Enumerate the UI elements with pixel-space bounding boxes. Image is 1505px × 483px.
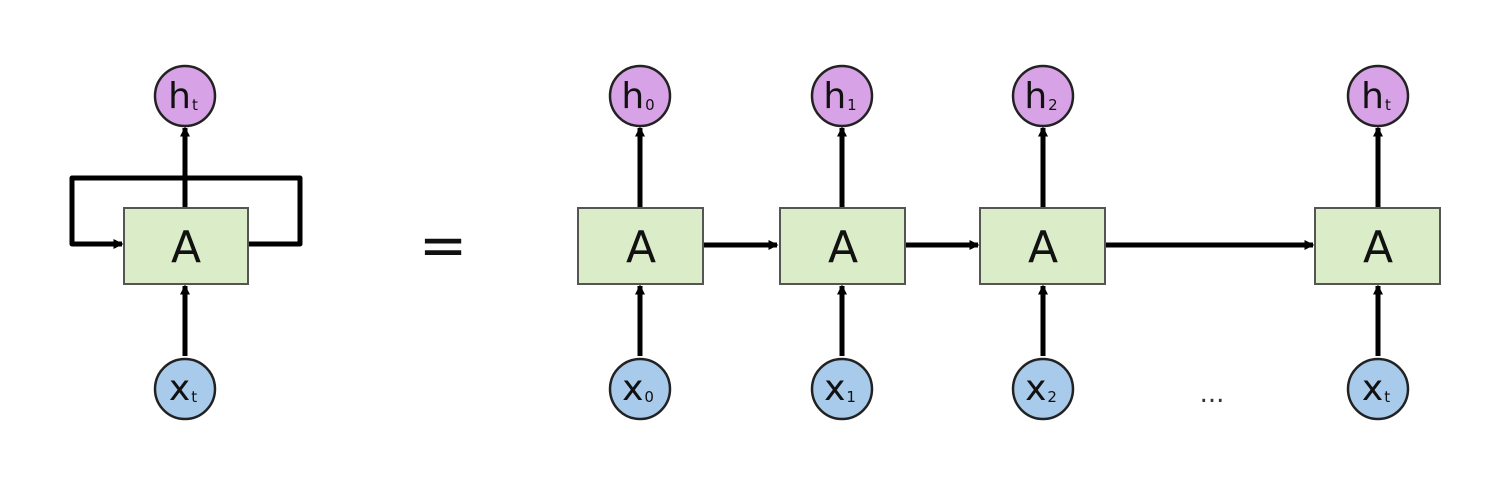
rolled-cell-a (123, 207, 249, 285)
rolled-input-sub: t (191, 388, 197, 406)
rolled-output-label: ht (168, 76, 198, 117)
step-1-output-label: h1 (823, 76, 856, 117)
rolled-cell-label: A (171, 222, 201, 273)
step-1-cell-a (779, 207, 906, 285)
step-0-output-node (608, 64, 672, 128)
step-t-cell-label: A (1363, 222, 1393, 273)
step-0-input-sub: 0 (644, 388, 654, 406)
step-1-input-base: x (824, 368, 845, 409)
step-2-output-label: h2 (1024, 76, 1057, 117)
unrolled-step-0: A h0 x0 (577, 64, 704, 421)
step-t-cell-a (1314, 207, 1441, 285)
step-1-input-sub: 1 (846, 388, 856, 406)
equals-sign: = (419, 211, 468, 279)
step-2-input-label: x2 (1025, 368, 1057, 409)
step-t-output-sub: t (1385, 96, 1391, 114)
step-1-cell-label: A (828, 222, 858, 273)
step-t-input-base: x (1362, 368, 1383, 409)
step-t-input-node (1346, 357, 1410, 421)
step-0-input-base: x (622, 368, 643, 409)
step-t-output-base: h (1361, 76, 1384, 117)
step-2-output-node (1011, 64, 1075, 128)
step-1-input-node (810, 357, 874, 421)
rolled-output-base: h (168, 76, 191, 117)
step-2-cell-a (979, 207, 1106, 285)
step-1-output-node (810, 64, 874, 128)
ellipsis: ... (1200, 379, 1225, 409)
unrolled-step-t: A ht xt (1314, 64, 1441, 421)
step-2-input-base: x (1025, 368, 1046, 409)
rolled-rnn: A ht xt (69, 64, 303, 421)
step-2-cell-label: A (1028, 222, 1058, 273)
step-t-input-label: xt (1362, 368, 1390, 409)
step-t-output-node (1346, 64, 1410, 128)
step-1-output-sub: 1 (847, 96, 857, 114)
step-0-output-base: h (621, 76, 644, 117)
step-0-input-label: x0 (622, 368, 654, 409)
rolled-output-sub: t (192, 96, 198, 114)
rolled-output-node (153, 64, 217, 128)
rolled-input-label: xt (169, 368, 197, 409)
step-0-output-sub: 0 (645, 96, 655, 114)
step-1-output-base: h (823, 76, 846, 117)
step-2-input-sub: 2 (1047, 388, 1057, 406)
rolled-input-node (153, 357, 217, 421)
step-2-output-sub: 2 (1048, 96, 1058, 114)
step-1-input-label: x1 (824, 368, 856, 409)
step-2-output-base: h (1024, 76, 1047, 117)
step-t-output-label: ht (1361, 76, 1391, 117)
step-0-output-label: h0 (621, 76, 654, 117)
unrolled-rnn: A h0 x0 A h1 x1 A h2 x2 (577, 64, 1441, 421)
step-0-cell-label: A (626, 222, 656, 273)
step-0-cell-a (577, 207, 704, 285)
step-0-input-node (608, 357, 672, 421)
unrolled-step-1: A h1 x1 (779, 64, 906, 421)
step-t-input-sub: t (1384, 388, 1390, 406)
unrolled-step-2: A h2 x2 (979, 64, 1106, 421)
step-2-input-node (1011, 357, 1075, 421)
rolled-input-base: x (169, 368, 190, 409)
